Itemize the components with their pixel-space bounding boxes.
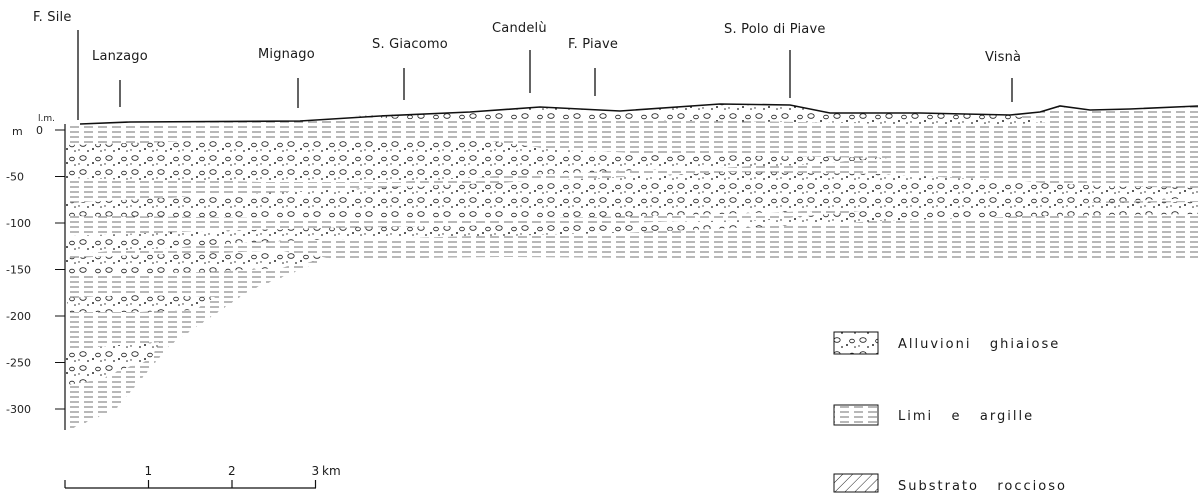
datum-label: l.m. <box>38 114 55 124</box>
legend-item-gravel: Alluvioni ghiaiose <box>834 332 1060 354</box>
legend-label-gravel: Alluvioni ghiaiose <box>898 337 1060 352</box>
depth-tick-label: -250 <box>6 357 31 370</box>
scale-unit-label: km <box>322 464 341 478</box>
locality-label-s-polo-di-piave: S. Polo di Piave <box>724 22 826 37</box>
locality-label-mignago: Mignago <box>258 47 315 62</box>
locality-label-f-piave: F. Piave <box>568 37 618 52</box>
depth-tick-label: 0 <box>36 124 43 137</box>
depth-tick-label: -300 <box>6 403 31 416</box>
depth-tick-label: -200 <box>6 310 31 323</box>
depth-tick-label: -50 <box>6 171 24 184</box>
locality-label-f-sile: F. Sile <box>33 10 72 25</box>
locality-label-candel: Candelù <box>492 21 547 36</box>
depth-tick-label: -100 <box>6 217 31 230</box>
legend-item-bedrock: Substrato roccioso <box>834 474 1067 494</box>
scale-tick-label: 2 <box>228 464 236 478</box>
legend-label-bedrock: Substrato roccioso <box>898 479 1067 494</box>
scale-tick-label: 1 <box>145 464 153 478</box>
legend: Alluvioni ghiaiose Limi e argille Substr… <box>834 332 1067 494</box>
legend-label-silt-clay: Limi e argille <box>898 409 1034 424</box>
depth-axis: l.m. m 0 -50 -100 -150 -200 -250 -300 <box>6 114 65 430</box>
depth-tick-label: -150 <box>6 264 31 277</box>
legend-item-silt-clay: Limi e argille <box>834 405 1034 425</box>
locality-label-visn: Visnà <box>985 50 1021 65</box>
gravel-layer-5 <box>66 295 215 312</box>
scale-bar: km 1 2 3 <box>65 464 341 488</box>
locality-label-lanzago: Lanzago <box>92 49 148 64</box>
depth-unit-label: m <box>12 125 23 138</box>
locality-label-s-giacomo: S. Giacomo <box>372 37 448 52</box>
scale-tick-label: 3 <box>312 464 320 478</box>
